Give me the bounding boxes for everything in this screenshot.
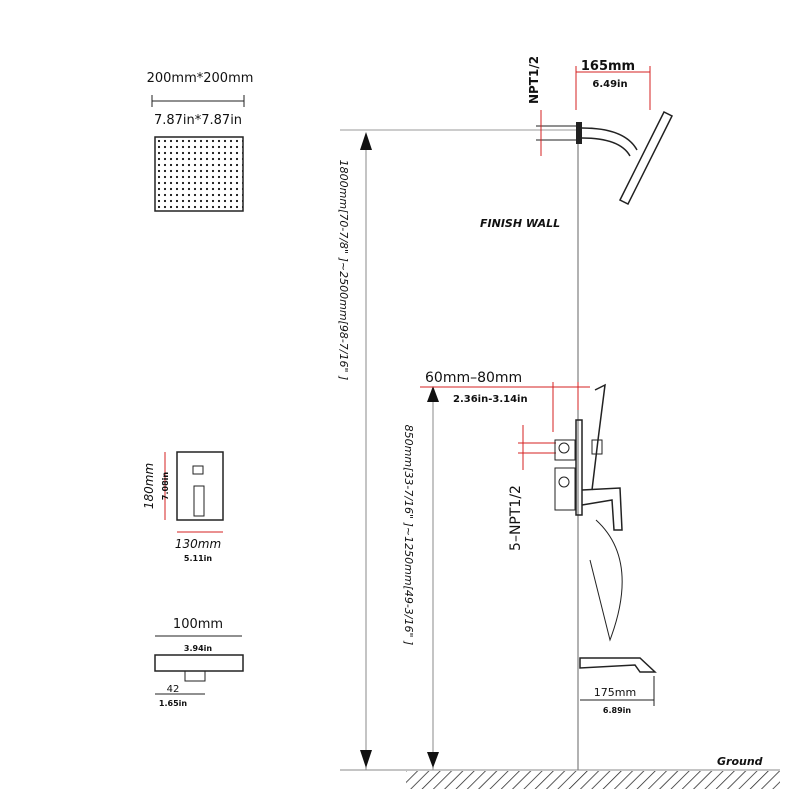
head-height-label: 1800mm[70-7/8" ]~2500mm[98-7/16" ] bbox=[337, 160, 350, 381]
tub-spout-side-view: 175mm 6.89in bbox=[579, 657, 657, 715]
valve-depth-in: 2.36in-3.14in bbox=[453, 394, 528, 405]
spout-reach-in: 6.89in bbox=[603, 706, 631, 715]
trim-plate-view: 180mm 7.08in 130mm 5.11in bbox=[142, 451, 224, 563]
spout-depth-in: 1.65in bbox=[159, 699, 187, 708]
spout-reach-mm: 175mm bbox=[594, 686, 636, 699]
spout-width-in: 3.94in bbox=[184, 644, 212, 653]
valve-height-label: 850mm[33-7/16" ]~1250mm[49-3/16" ] bbox=[402, 425, 415, 646]
spout-top-view: 100mm 3.94in 42 1.65in bbox=[154, 617, 244, 708]
valve-side-view: 60mm–80mm 2.36in-3.14in 5–NPT1/2 bbox=[420, 370, 623, 642]
valve-thread-label: 5–NPT1/2 bbox=[508, 485, 524, 551]
arm-reach-in: 6.49in bbox=[592, 79, 627, 90]
ground-label: Ground bbox=[717, 755, 763, 768]
arm-thread-label: NPT1/2 bbox=[527, 56, 541, 104]
valve-depth-mm: 60mm–80mm bbox=[425, 370, 522, 386]
arm-reach-mm: 165mm bbox=[581, 59, 635, 74]
head-size-mm: 200mm*200mm bbox=[147, 71, 254, 86]
shower-arm-side-view: NPT1/2 165mm 6.49in bbox=[527, 56, 674, 206]
trim-height-in: 7.08in bbox=[161, 472, 170, 500]
trim-height-mm: 180mm bbox=[142, 463, 156, 509]
finish-wall-label: FINISH WALL bbox=[480, 217, 560, 230]
spout-width-mm: 100mm bbox=[173, 617, 223, 632]
ground-hatch bbox=[406, 771, 780, 789]
shower-head-square bbox=[154, 136, 244, 212]
spout-depth-mm: 42 bbox=[167, 684, 180, 695]
trim-width-mm: 130mm bbox=[175, 537, 221, 551]
head-size-in: 7.87in*7.87in bbox=[154, 113, 242, 128]
trim-width-in: 5.11in bbox=[184, 554, 212, 563]
shower-head-top-view: 200mm*200mm 7.87in*7.87in bbox=[147, 71, 254, 212]
